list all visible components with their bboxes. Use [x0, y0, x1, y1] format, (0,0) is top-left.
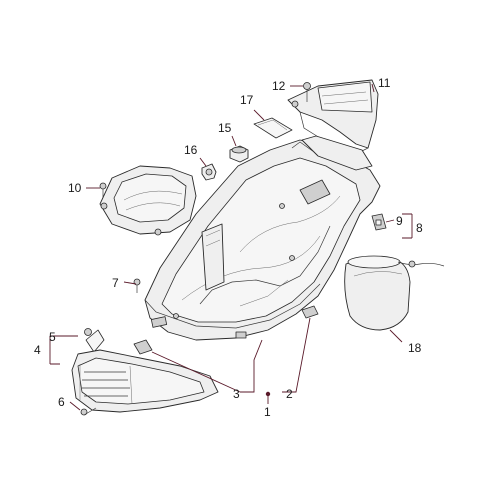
leader-lines	[49, 83, 413, 411]
part-4-lower-fairing	[71, 349, 219, 413]
part-5-clip	[84, 328, 105, 353]
callout-8: 8	[416, 221, 423, 235]
part-18-storage-bag	[344, 255, 445, 331]
part-6-screw	[80, 407, 97, 416]
part-3-clip	[133, 339, 153, 355]
part-15-socket	[229, 145, 249, 163]
callout-10: 10	[68, 181, 82, 195]
part-16-bulb-holder	[201, 163, 217, 181]
callout-labels: 1 2 3 4 5 6 7 8 9 10 11 12 15 16 17 18	[34, 76, 423, 419]
callout-15: 15	[218, 121, 232, 135]
callout-1: 1	[264, 405, 271, 419]
part-9-clip	[371, 213, 387, 231]
part-10-front-cover	[99, 165, 197, 236]
callout-9: 9	[396, 214, 403, 228]
callout-3: 3	[233, 387, 240, 401]
part-2-clip	[301, 305, 319, 319]
callout-7: 7	[112, 276, 119, 290]
callout-16: 16	[184, 143, 198, 157]
callout-17: 17	[240, 93, 254, 107]
callout-18: 18	[408, 341, 422, 355]
part-11-rear-cover	[287, 79, 379, 155]
callout-11: 11	[378, 76, 391, 90]
part-17-small-lid	[253, 117, 293, 139]
callout-5: 5	[49, 330, 56, 344]
callout-6: 6	[58, 395, 65, 409]
part-10-screw	[99, 182, 107, 198]
callout-2: 2	[286, 387, 293, 401]
part-12-screw	[303, 82, 311, 102]
callout-12: 12	[272, 79, 286, 93]
part-main-helmet-compartment	[144, 135, 381, 341]
callout-4: 4	[34, 343, 41, 357]
part-7-screw	[133, 278, 141, 293]
